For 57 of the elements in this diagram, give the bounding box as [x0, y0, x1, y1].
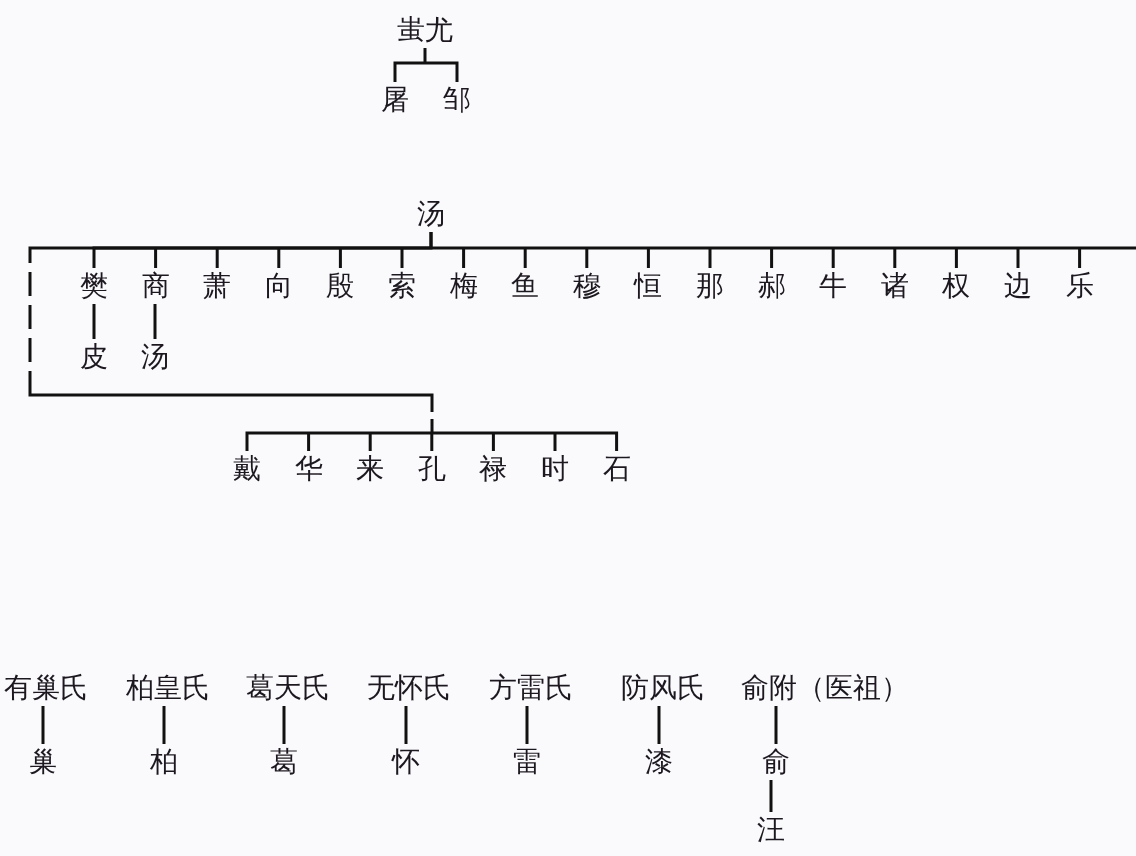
name-label: 郝: [755, 268, 788, 304]
name-label: 柏皇氏: [124, 670, 212, 706]
connector-line: [153, 304, 157, 339]
name-label: 汤: [415, 196, 447, 232]
name-label: 鱼: [509, 268, 542, 304]
name-label: 怀: [390, 744, 422, 780]
name-label: 禄: [477, 451, 510, 487]
name-label: 防风氏: [619, 670, 707, 706]
name-label: 雷: [511, 744, 543, 780]
name-label: 乐: [1063, 268, 1096, 304]
connector-line: [162, 706, 166, 744]
name-label: 殷: [324, 268, 357, 304]
name-label: 俞附（医祖）: [739, 670, 911, 706]
connector-line: [92, 304, 96, 339]
connector-line: [657, 706, 661, 744]
name-label: 石: [600, 451, 633, 487]
name-label: 葛: [268, 744, 300, 780]
name-label: 漆: [643, 744, 675, 780]
name-label: 时: [539, 451, 571, 487]
name-label: 穆: [570, 268, 603, 304]
name-label: 葛天氏: [244, 670, 332, 706]
name-label: 来: [354, 451, 387, 487]
name-label: 权: [940, 268, 973, 304]
name-label: 巢: [27, 744, 59, 780]
name-label: 牛: [817, 268, 850, 304]
name-label: 屠: [379, 82, 411, 118]
name-label: 蚩尤: [395, 12, 455, 48]
connector-line: [282, 706, 286, 744]
name-label: 商: [139, 268, 172, 304]
name-label: 柏: [148, 744, 180, 780]
connector-line: [525, 706, 529, 744]
name-label: 索: [386, 268, 418, 304]
bracket-line: [393, 46, 459, 84]
connector-line: [769, 780, 773, 812]
name-label: 邹: [441, 82, 473, 118]
name-label: 萧: [201, 268, 234, 304]
name-label: 方雷氏: [487, 670, 575, 706]
bracket-line: [28, 230, 619, 453]
name-label: 边: [1002, 268, 1034, 304]
name-label: 恒: [632, 268, 665, 304]
name-label: 孔: [415, 451, 448, 487]
name-label: 诸: [878, 268, 911, 304]
name-label: 戴: [231, 451, 263, 487]
connector-line: [404, 706, 408, 744]
name-label: 樊: [78, 268, 110, 304]
name-label: 华: [292, 451, 325, 487]
name-label: 无怀氏: [365, 670, 453, 706]
name-label: 汤: [139, 339, 171, 375]
name-label: 汪: [755, 812, 787, 848]
name-label: 向: [262, 268, 295, 304]
name-label: 那: [694, 268, 726, 304]
name-label: 有巢氏: [2, 670, 90, 706]
connector-line: [774, 706, 778, 744]
name-label: 俞: [760, 744, 792, 780]
name-label: 梅: [447, 268, 480, 304]
connector-line: [41, 706, 45, 744]
name-label: 皮: [78, 339, 110, 375]
